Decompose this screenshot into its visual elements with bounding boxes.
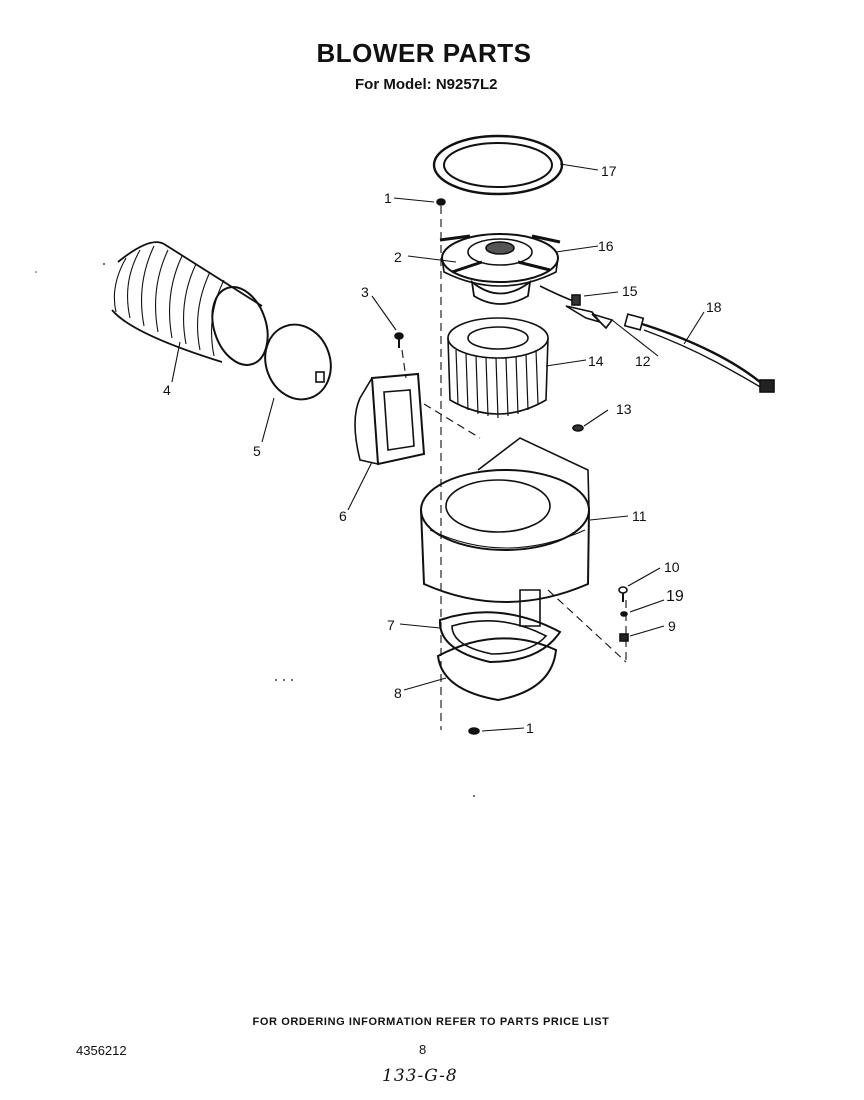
- callout-numbers: 1 2 3 4 5 6 7 8 9 10 11 12 13 14 15 16 1…: [163, 163, 722, 736]
- part-16-motor: [439, 233, 577, 305]
- part-14-blower-wheel: [447, 317, 549, 419]
- callout-17: 17: [601, 163, 617, 179]
- callout-11: 11: [632, 508, 647, 524]
- callout-2: 2: [394, 249, 402, 265]
- callout-13: 13: [616, 401, 632, 417]
- page-title: BLOWER PARTS: [316, 38, 532, 68]
- assembly-dashed-lines: [401, 206, 627, 730]
- document-number: 4356212: [76, 1043, 127, 1058]
- part-3-screw: [394, 332, 404, 348]
- callout-9: 9: [668, 618, 676, 634]
- part-11-blower-housing: [420, 437, 590, 627]
- scan-specks: [35, 263, 475, 797]
- callout-12: 12: [635, 353, 651, 369]
- ordering-info-note: FOR ORDERING INFORMATION REFER TO PARTS …: [252, 1016, 610, 1028]
- callout-10: 10: [664, 559, 680, 575]
- callout-4: 4: [163, 382, 171, 398]
- callout-14: 14: [588, 353, 604, 369]
- part-4-flex-duct: [111, 241, 269, 366]
- callout-7: 7: [387, 617, 395, 633]
- callout-15: 15: [622, 283, 638, 299]
- part-5-clamp: [264, 323, 332, 401]
- callout-3: 3: [361, 284, 369, 300]
- callout-8: 8: [394, 685, 402, 701]
- callout-5: 5: [253, 443, 261, 459]
- callout-18: 18: [706, 299, 722, 315]
- leader-lines: [171, 163, 705, 732]
- callout-19: 19: [666, 588, 684, 605]
- model-subtitle: For Model: N9257L2: [355, 76, 498, 93]
- part-13-retainer: [572, 424, 584, 432]
- part-6-duct-adapter: [354, 372, 426, 466]
- callout-6: 6: [339, 508, 347, 524]
- handwritten-code: 133-G-8: [382, 1066, 458, 1086]
- part-9-nut: [619, 633, 629, 642]
- callout-16: 16: [598, 238, 614, 254]
- part-18-wire-harness: [623, 313, 775, 393]
- part-12-clip: [591, 313, 614, 330]
- part-17-gasket-ring: [432, 134, 564, 196]
- part-1-screw-top: [436, 198, 446, 206]
- page-number: 8: [419, 1042, 427, 1057]
- part-7-gasket: [438, 611, 562, 664]
- part-1-screw-bottom: [468, 727, 480, 735]
- callout-1-top: 1: [384, 190, 392, 206]
- callout-1-bottom: 1: [526, 720, 534, 736]
- part-8-bottom-plate: [436, 637, 558, 702]
- part-10-screw: [618, 586, 628, 602]
